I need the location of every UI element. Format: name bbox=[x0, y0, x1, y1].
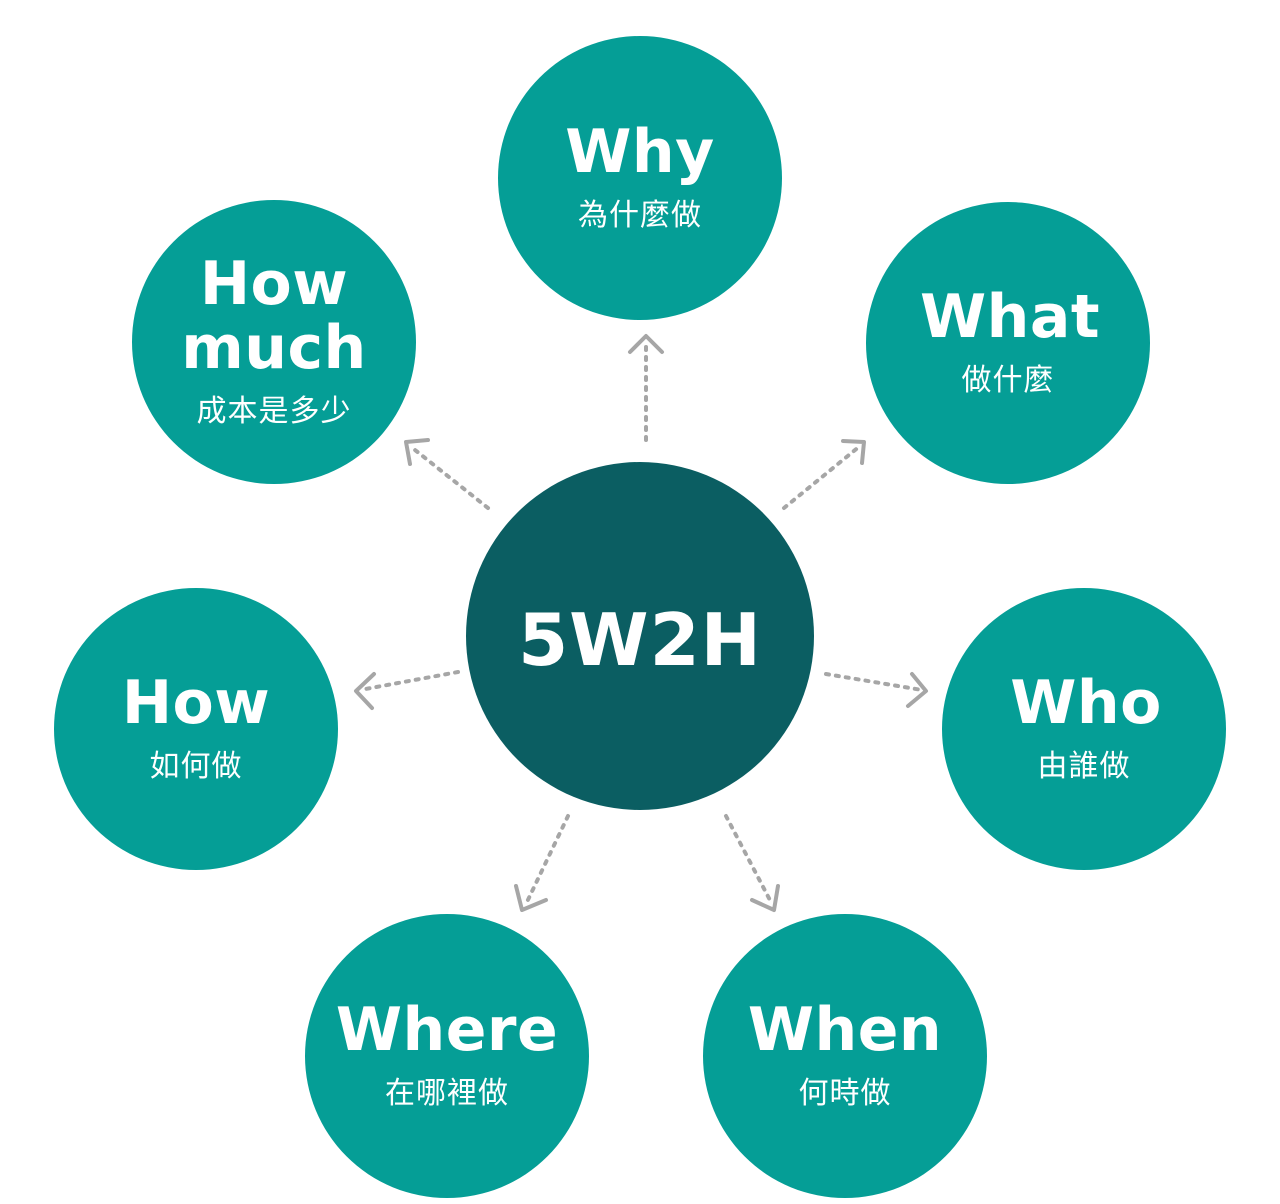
node-what-zh: 做什麼 bbox=[961, 363, 1055, 398]
node-why: Why 為什麼做 bbox=[498, 36, 782, 320]
node-who-zh: 由誰做 bbox=[1037, 749, 1131, 784]
node-where-zh: 在哪裡做 bbox=[385, 1076, 509, 1111]
arrow-to-who bbox=[824, 672, 928, 708]
arrow-to-what bbox=[782, 439, 866, 510]
arrow-to-where bbox=[514, 814, 570, 912]
node-how-much: How much 成本是多少 bbox=[132, 200, 416, 484]
arrow-to-how-much bbox=[404, 438, 490, 510]
center-label: 5W2H bbox=[518, 598, 762, 682]
node-why-zh: 為什麼做 bbox=[578, 198, 702, 233]
node-who-en: Who bbox=[1010, 668, 1162, 738]
node-when: When 何時做 bbox=[703, 914, 987, 1198]
node-when-zh: 何時做 bbox=[798, 1076, 892, 1111]
node-what: What 做什麼 bbox=[866, 202, 1150, 484]
node-how-much-zh: 成本是多少 bbox=[196, 394, 352, 429]
arrow-to-when bbox=[724, 814, 780, 912]
center-node-5w2h: 5W2H bbox=[466, 462, 814, 810]
node-when-en: When bbox=[747, 995, 943, 1065]
node-how: How 如何做 bbox=[54, 588, 338, 870]
node-where-en: Where bbox=[335, 995, 559, 1065]
arrow-to-how bbox=[354, 670, 460, 710]
node-how-zh: 如何做 bbox=[149, 749, 243, 784]
node-where: Where 在哪裡做 bbox=[305, 914, 589, 1198]
node-who: Who 由誰做 bbox=[942, 588, 1226, 870]
node-how-much-en-line1: How bbox=[199, 249, 349, 319]
node-what-en: What bbox=[919, 282, 1101, 352]
arrow-to-why bbox=[628, 334, 664, 442]
node-how-much-en-line2: much bbox=[181, 313, 367, 383]
node-why-en: Why bbox=[565, 117, 715, 187]
node-how-en: How bbox=[121, 668, 271, 738]
